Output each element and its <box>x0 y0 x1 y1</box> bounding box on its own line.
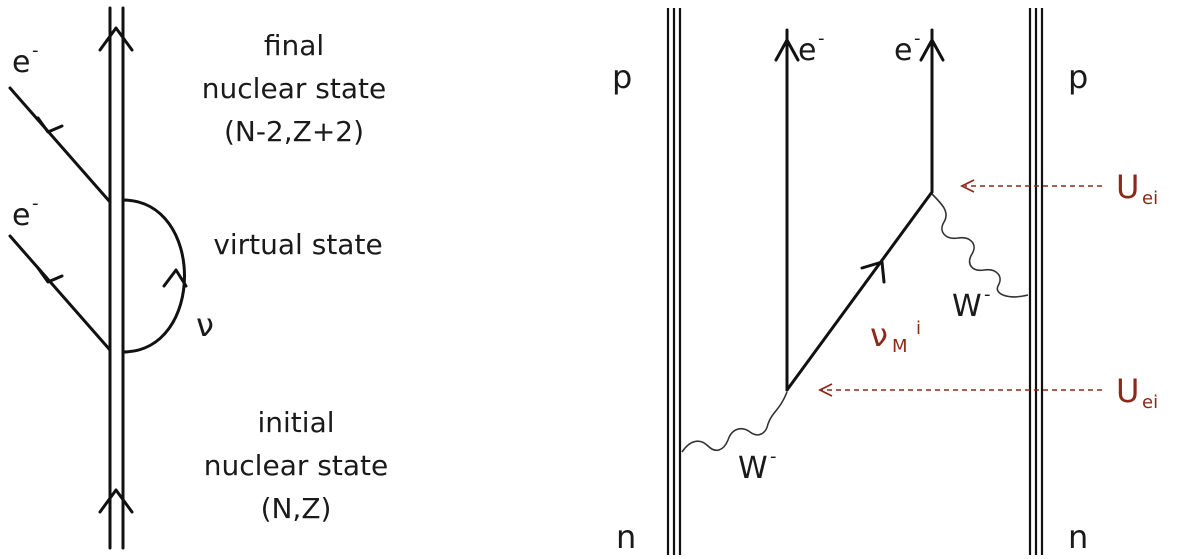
electron-top-arrow-icon <box>36 116 64 134</box>
proton-left-label: p <box>612 58 632 96</box>
virtual-state-label: virtual state <box>213 228 382 261</box>
neutron-left-label: n <box>616 518 636 556</box>
neutrino-label: ν <box>196 306 214 344</box>
electron-line-bottom <box>8 234 112 352</box>
electron-bottom-arrow-icon <box>36 266 64 284</box>
w-boson-upper-label: W <box>952 289 982 324</box>
neutrino-arrow-icon <box>860 260 886 284</box>
w-boson-lower-wave <box>681 391 788 453</box>
right-diagram: p p n n e - e - W - W - ν M i U <box>612 8 1158 556</box>
initial-label-line2: nuclear state <box>204 449 388 482</box>
electron-top-sup: - <box>32 40 39 61</box>
neutrino-line <box>785 190 934 392</box>
w-boson-upper-wave <box>931 193 1029 298</box>
neutrino-arrow-icon <box>162 268 188 288</box>
w-boson-lower-sup: - <box>770 446 777 467</box>
mixing-arrow-lower-head-icon <box>817 383 833 397</box>
electron-right-arrow-icon <box>919 38 945 62</box>
electron-right-label: e <box>894 33 912 68</box>
final-label-line2: nuclear state <box>202 72 386 105</box>
mixing-arrow-upper-head-icon <box>959 179 975 193</box>
mixing-element-upper-label: U <box>1116 168 1139 206</box>
neutrino-mass-label: ν <box>870 316 888 354</box>
electron-bottom-label: e <box>12 198 30 233</box>
w-boson-upper-sup: - <box>984 284 991 305</box>
mixing-element-lower-subscript: ei <box>1142 392 1158 413</box>
electron-bottom-sup: - <box>32 193 39 214</box>
neutron-right-label: n <box>1068 518 1088 556</box>
electron-right-sup: - <box>914 28 921 49</box>
proton-right-label: p <box>1068 58 1088 96</box>
neutrino-mass-subscript: M <box>892 336 908 357</box>
initial-label-line3: (N,Z) <box>261 492 332 525</box>
electron-line-top <box>8 86 112 204</box>
left-diagram: e - e - ν final nuclear state (N-2,Z+2) … <box>8 6 388 550</box>
mixing-element-upper-subscript: ei <box>1142 188 1158 209</box>
electron-left-sup: - <box>818 28 825 49</box>
final-label-line3: (N-2,Z+2) <box>224 115 364 148</box>
final-label-line1: final <box>264 29 324 62</box>
nucleus-top-arrow-icon <box>98 26 134 52</box>
nucleus-bottom-arrow-icon <box>98 488 134 514</box>
neutrino-mass-superscript: i <box>916 318 921 339</box>
mixing-element-lower-label: U <box>1116 372 1139 410</box>
electron-left-arrow-icon <box>774 38 800 62</box>
w-boson-lower-label: W <box>738 451 768 486</box>
electron-left-label: e <box>798 33 816 68</box>
neutrino-loop <box>121 198 186 354</box>
initial-label-line1: initial <box>258 406 335 439</box>
electron-top-label: e <box>12 45 30 80</box>
